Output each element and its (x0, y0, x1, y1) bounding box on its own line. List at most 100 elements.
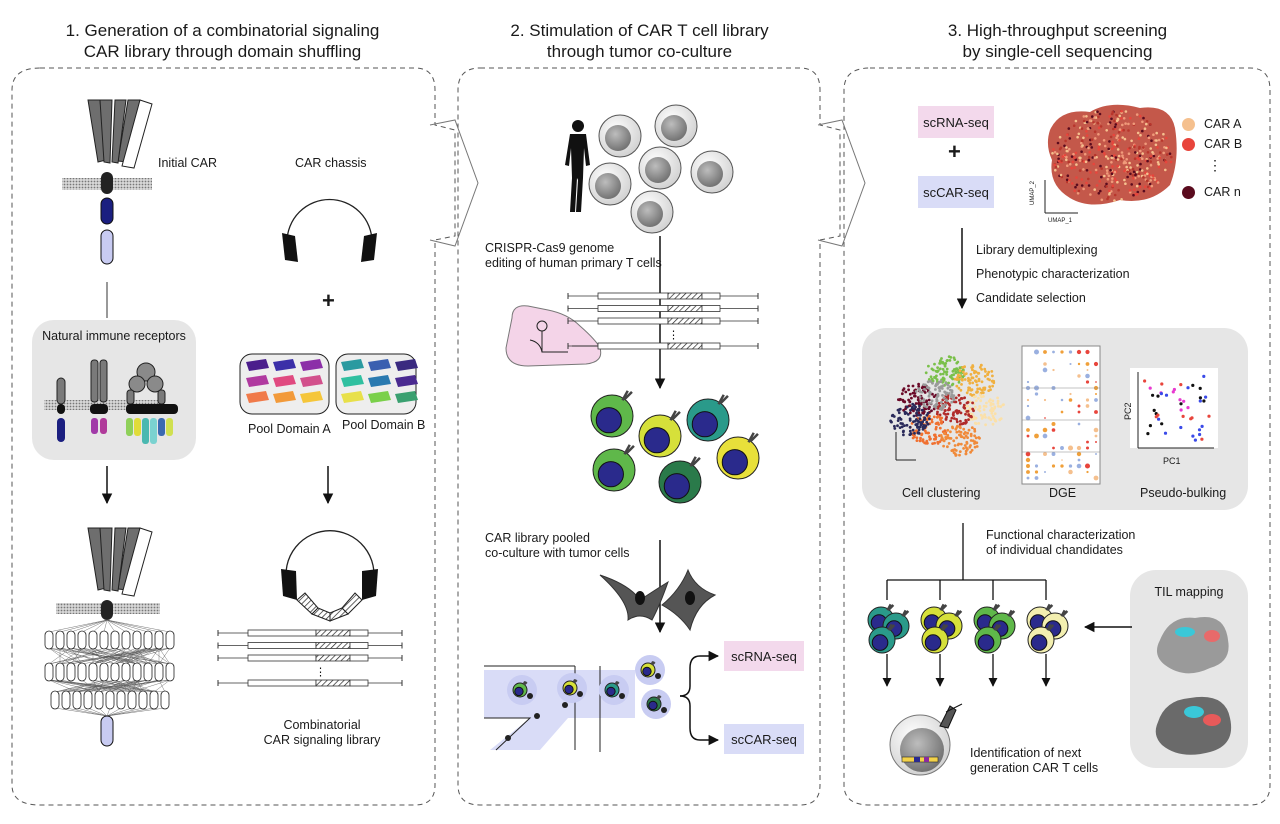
t-cell-icon (654, 104, 698, 148)
domain-node (72, 690, 82, 710)
domain-node (99, 630, 109, 650)
domain-shape (246, 375, 269, 387)
scrna-seq-tag: scRNA-seq (918, 106, 994, 138)
t-cell-icon (630, 190, 674, 234)
domain-node (94, 690, 104, 710)
domain-node (121, 662, 131, 682)
cell-clustering-label: Cell clustering (902, 486, 981, 500)
domain-node (149, 690, 159, 710)
car-t-cell-icon (512, 680, 528, 698)
car-t-cell-icon (638, 410, 682, 458)
pool-a-domains (246, 359, 323, 403)
domain-shape (368, 391, 391, 403)
domain-node (127, 690, 137, 710)
domain-node (116, 690, 126, 710)
dge-heatmap (1021, 345, 1101, 485)
domain-shape (395, 359, 418, 371)
car-t-cell-icon (974, 623, 1002, 654)
domain-node (83, 690, 93, 710)
plus-sign: + (322, 288, 335, 313)
domain-node (44, 662, 54, 682)
domain-shape (273, 375, 296, 387)
panel1-frame (11, 67, 456, 806)
combinatorial-line1: Combinatorial (283, 718, 361, 732)
pc1-label: PC1 (1163, 456, 1181, 466)
t-cell-icon (690, 150, 734, 194)
domain-shape (300, 375, 323, 387)
car-chassis-label: CAR chassis (295, 156, 367, 170)
til-umap-1 (1156, 616, 1229, 674)
domain-shape (341, 359, 364, 371)
library-plasmid-icon (281, 530, 378, 622)
t-cell-icon (638, 146, 682, 190)
domain-shape (300, 359, 323, 371)
initial-car-label: Initial CAR (158, 156, 218, 170)
domain-node (105, 690, 115, 710)
legend-swatch-a (1182, 118, 1195, 131)
panel2-title: 2. Stimulation of CAR T cell library thr… (462, 20, 817, 62)
functional-characterization-label: Functional characterization of individua… (986, 528, 1135, 558)
functional-line1: Functional characterization (986, 528, 1136, 542)
primary-t-cells (588, 104, 734, 234)
identification-line2: generation CAR T cells (970, 761, 1099, 775)
domain-node (66, 662, 76, 682)
legend-label-n: CAR n (1204, 185, 1241, 199)
sccar-seq-tag: scCAR-seq (918, 176, 994, 208)
step-demultiplexing: Library demultiplexing (976, 243, 1098, 257)
crispr-line1: CRISPR-Cas9 genome (485, 241, 615, 255)
domain-shape (300, 391, 323, 403)
candidate-car-t-cells (867, 603, 1069, 654)
domain-node (143, 630, 153, 650)
panel2-frame (457, 67, 841, 806)
next-gen-cell-icon (889, 703, 963, 776)
domain-node (165, 630, 175, 650)
pseudobulk-plot (1130, 368, 1218, 449)
panel3-title-line1: 3. High-throughput screening (947, 21, 1168, 40)
car-t-cell-icon (590, 390, 634, 438)
domain-node (154, 630, 164, 650)
umap2-label: UMAP_2 (1030, 180, 1036, 205)
panel3-frame (843, 67, 1271, 806)
domain-node (154, 662, 164, 682)
functional-line2: of individual chandidates (986, 543, 1123, 557)
panel1-title-line1: 1. Generation of a combinatorial signali… (65, 21, 380, 40)
til-mapping-label: TIL mapping (1154, 585, 1224, 599)
domain-node (55, 630, 65, 650)
legend-label-a: CAR A (1204, 117, 1242, 131)
t-cell-icon (598, 114, 642, 158)
car-t-cells (590, 390, 760, 504)
car-t-cell-icon (640, 660, 656, 678)
domain-shape (395, 375, 418, 387)
domain-node (77, 662, 87, 682)
domain-node (160, 690, 170, 710)
panel1-title: 1. Generation of a combinatorial signali… (20, 20, 425, 62)
step-candidate-selection: Candidate selection (976, 291, 1086, 305)
panel3-title: 3. High-throughput screening by single-c… (870, 20, 1245, 62)
domain-shape (341, 391, 364, 403)
coculture-line2: co-culture with tumor cells (485, 546, 630, 560)
domain-shape (368, 375, 391, 387)
natural-immune-receptors-label: Natural immune receptors (42, 329, 186, 343)
car-t-cell-icon (921, 623, 949, 654)
car-t-cell-icon (604, 680, 620, 698)
pc2-label: PC2 (1123, 402, 1133, 420)
domain-shape (246, 391, 269, 403)
domain-shape (341, 375, 364, 387)
crispr-line2: editing of human primary T cells (485, 256, 662, 270)
editing-cell-icon (505, 305, 602, 367)
domain-node (165, 662, 175, 682)
car-t-cell-icon (646, 694, 662, 712)
domain-node (138, 690, 148, 710)
legend-swatch-b (1182, 138, 1195, 151)
coculture-label: CAR library pooled co-culture with tumor… (485, 531, 630, 561)
umap1-label: UMAP_1 (1048, 218, 1073, 224)
initial-car-icon (62, 99, 153, 265)
identification-line1: Identification of next (970, 746, 1082, 760)
droplet-cells (505, 655, 671, 741)
library-constructs: ⋮ (217, 629, 403, 687)
svg-text:⋮: ⋮ (315, 667, 326, 679)
domain-node (99, 662, 109, 682)
svg-text:⋮: ⋮ (668, 330, 679, 342)
crispr-label: CRISPR-Cas9 genome editing of human prim… (485, 241, 662, 271)
domain-node (132, 630, 142, 650)
